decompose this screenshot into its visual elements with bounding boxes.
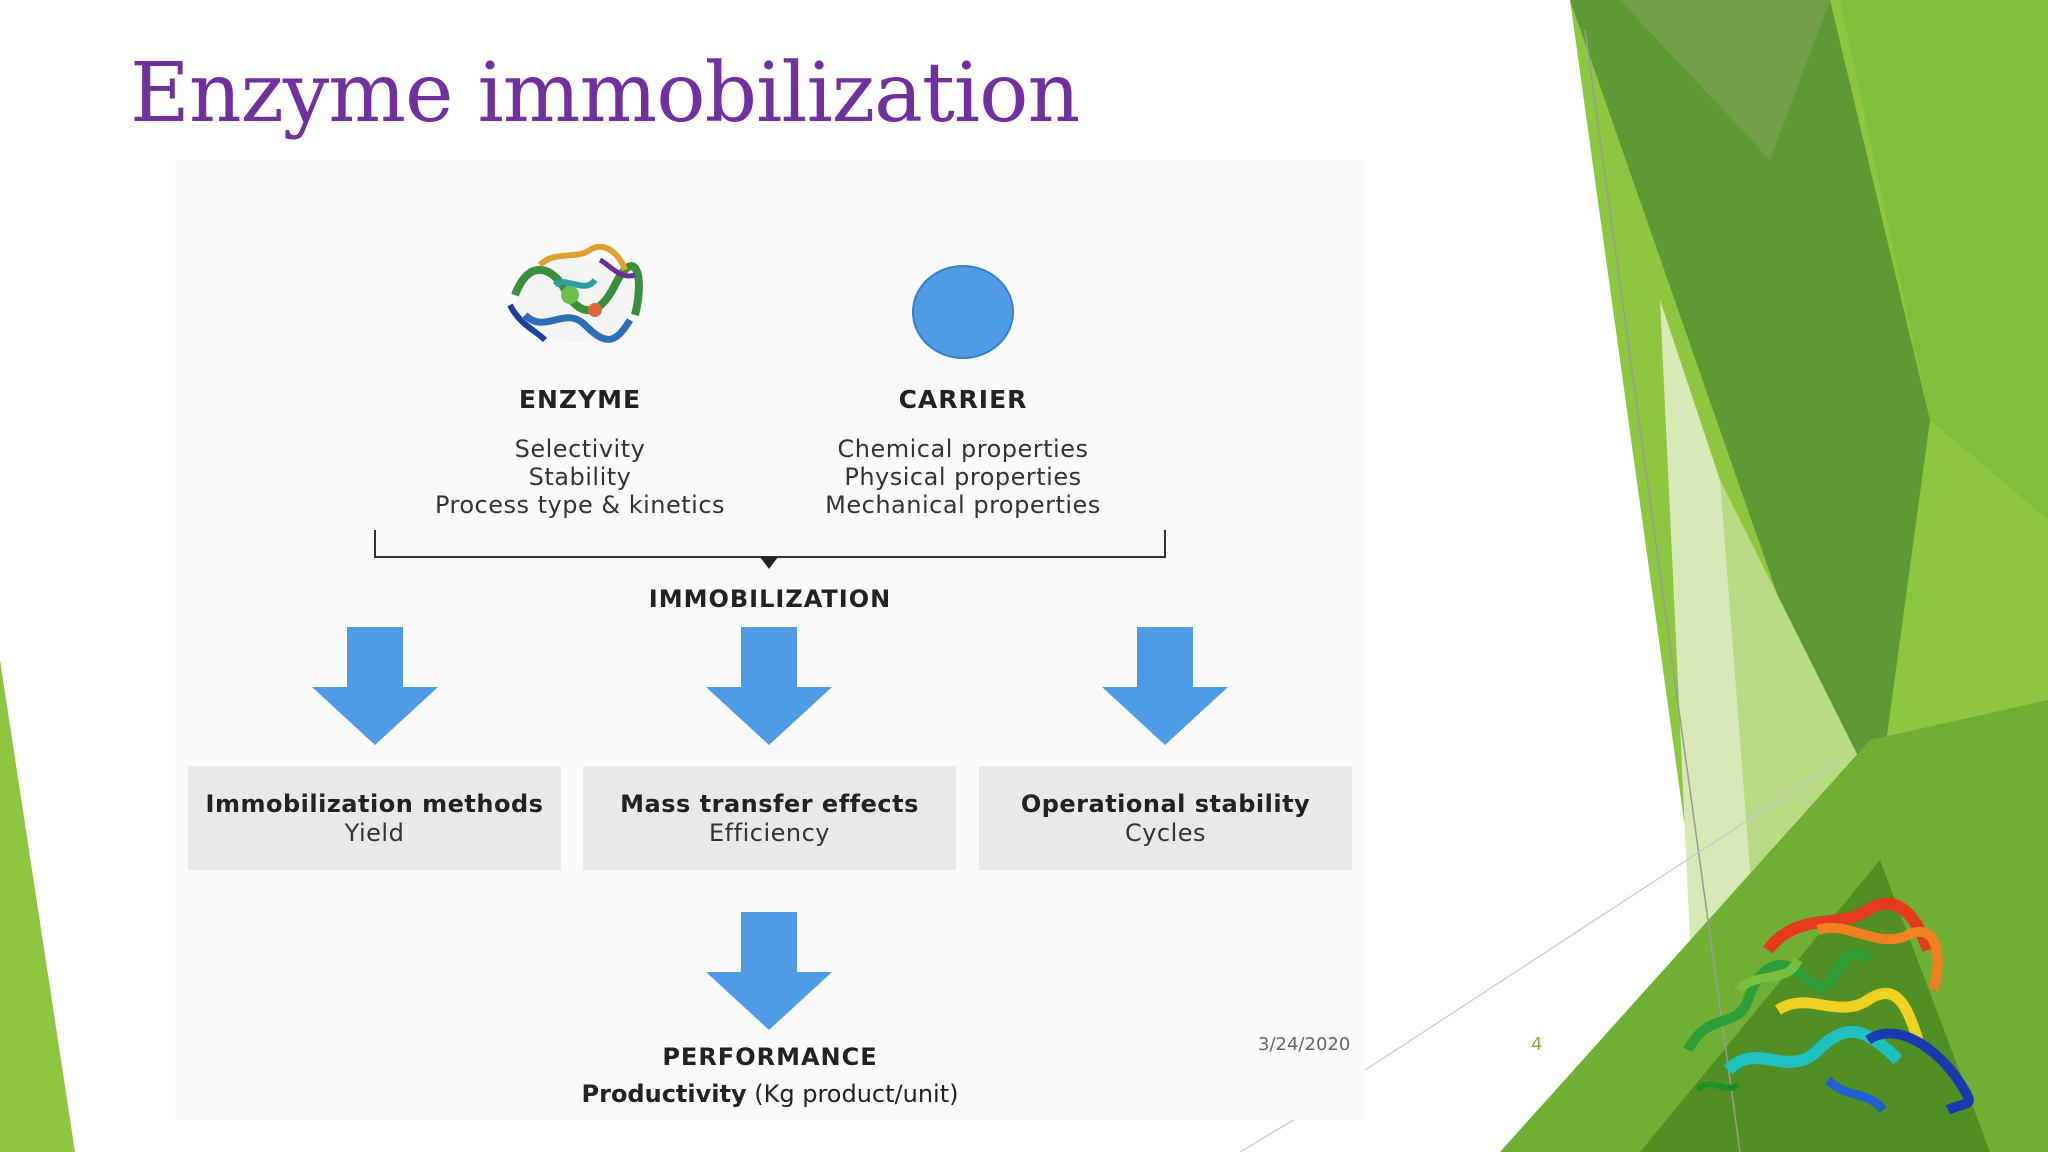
effect-box-stability: Operational stability Cycles (979, 766, 1352, 870)
bracket-connector (374, 530, 1166, 569)
right-dark-shard (1570, 0, 1930, 860)
effect-title: Operational stability (1020, 790, 1311, 818)
performance-unit: (Kg product/unit) (754, 1080, 959, 1108)
carrier-heading: CARRIER (898, 385, 1028, 414)
effect-subtitle: Yield (344, 819, 405, 847)
slide-date: 3/24/2020 (1258, 1034, 1351, 1055)
effect-box-mass-transfer: Mass transfer effects Efficiency (583, 766, 956, 870)
protein-ribbon-icon (1683, 897, 1974, 1115)
effect-subtitle: Efficiency (709, 819, 830, 847)
down-arrow-icon (706, 627, 832, 745)
down-arrow-icon (706, 912, 832, 1030)
down-arrow-icon (312, 627, 438, 745)
slide-number: 4 (1531, 1034, 1543, 1055)
effect-title: Mass transfer effects (620, 790, 919, 818)
right-top-shard (1620, 0, 1830, 160)
right-mid-shard (1840, 0, 2048, 520)
carrier-property: Physical properties (844, 463, 1082, 491)
slide-title: Enzyme immobilization (130, 46, 1080, 141)
performance-metric: Productivity (581, 1080, 747, 1108)
enzyme-property: Process type & kinetics (434, 491, 726, 519)
carrier-sphere-icon (912, 265, 1014, 359)
effect-subtitle: Cycles (1124, 819, 1207, 847)
enzyme-property: Selectivity (514, 435, 646, 463)
effect-box-methods: Immobilization methods Yield (188, 766, 561, 870)
performance-metric-line: Productivity (Kg product/unit) (560, 1080, 980, 1108)
effect-title: Immobilization methods (205, 790, 544, 818)
decor-line (1349, 759, 1841, 1081)
down-arrow-icon (1102, 627, 1228, 745)
carrier-properties: Chemical properties Physical properties … (803, 435, 1123, 519)
protein-structure-icon (507, 243, 643, 343)
enzyme-property: Stability (528, 463, 632, 491)
enzyme-heading: ENZYME (518, 385, 642, 414)
immobilization-label: IMMOBILIZATION (648, 585, 892, 613)
enzyme-properties: Selectivity Stability Process type & kin… (420, 435, 740, 519)
carrier-property: Mechanical properties (825, 491, 1101, 519)
left-green-triangle (0, 660, 75, 1152)
decor-line (1584, 29, 1741, 1152)
performance-heading: PERFORMANCE (662, 1043, 878, 1071)
carrier-property: Chemical properties (837, 435, 1089, 463)
